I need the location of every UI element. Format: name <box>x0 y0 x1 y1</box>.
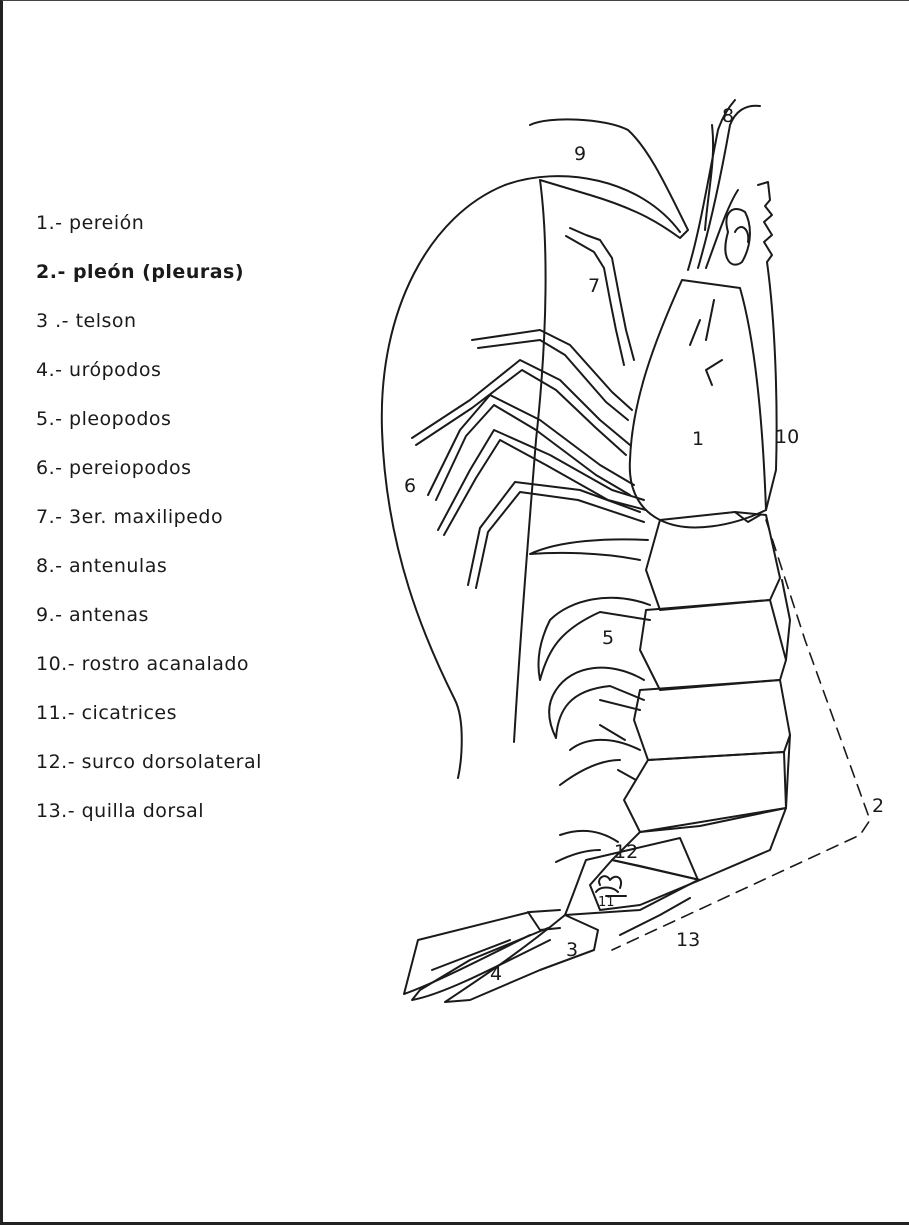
callout-3: 3 <box>566 939 578 961</box>
antenna-flagellum <box>382 176 680 778</box>
callout-5: 5 <box>602 627 614 649</box>
pleopod-3 <box>549 668 644 738</box>
callout-1: 1 <box>692 428 704 450</box>
callout-11: 11 <box>598 895 615 910</box>
callout-9: 9 <box>574 143 586 165</box>
pleopod-5 <box>556 831 618 862</box>
scars <box>596 876 626 896</box>
eye <box>725 209 750 265</box>
callout-7: 7 <box>588 275 600 297</box>
rostrum <box>758 182 777 510</box>
callout-12: 12 <box>614 841 638 863</box>
callout-13: 13 <box>676 929 700 951</box>
pereiopod-5 <box>468 482 644 588</box>
uropod-inner <box>412 928 550 1000</box>
callout-2: 2 <box>872 795 884 817</box>
callout-10: 10 <box>775 426 799 448</box>
callout-6: 6 <box>404 475 416 497</box>
uropod-outer <box>404 910 560 994</box>
pleon-segment-2 <box>640 600 786 690</box>
callout-4: 4 <box>490 963 502 985</box>
pleopod-1 <box>530 539 648 560</box>
pleopod-4 <box>560 740 640 785</box>
callout-8: 8 <box>722 105 734 127</box>
carapace <box>630 280 766 527</box>
pleon-segment-4 <box>624 752 786 832</box>
pleon-segment-3 <box>634 680 790 760</box>
